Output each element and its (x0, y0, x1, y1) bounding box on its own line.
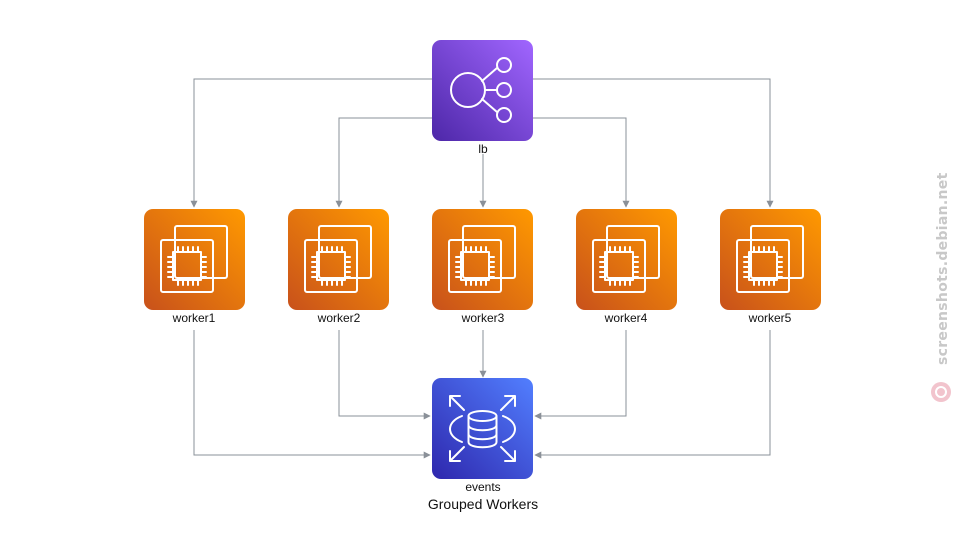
worker5-label: worker5 (748, 311, 792, 325)
elastic-load-balancing-icon (450, 57, 512, 123)
node-worker5[interactable] (720, 209, 821, 310)
worker3-label: worker3 (461, 311, 505, 325)
edge-worker5-events (534, 330, 771, 459)
diagram-caption: Grouped Workers (428, 496, 538, 512)
edge-worker2-events (338, 330, 431, 420)
node-lb[interactable] (432, 40, 533, 141)
worker1-tile (144, 209, 245, 310)
edge-lb-worker2 (335, 117, 452, 208)
events-label: events (465, 480, 500, 494)
watermark-text: screenshots.debian.net (935, 172, 951, 365)
edge-worker4-events (534, 330, 627, 420)
worker1-label: worker1 (172, 311, 216, 325)
node-worker1[interactable] (144, 209, 245, 310)
node-events[interactable] (432, 378, 533, 479)
events-tile (432, 378, 533, 479)
worker4-label: worker4 (604, 311, 648, 325)
debian-swirl-icon (931, 382, 951, 402)
rds-database-icon (449, 395, 516, 462)
edge-lb-worker4 (512, 117, 630, 208)
edge-lb-worker5 (533, 78, 774, 208)
edge-lb-worker1 (190, 78, 432, 208)
worker4-tile (576, 209, 677, 310)
node-worker4[interactable] (576, 209, 677, 310)
lb-tile (432, 40, 533, 141)
edge-worker1-events (193, 330, 431, 459)
worker2-label: worker2 (317, 311, 361, 325)
edges-lb-to-workers (190, 78, 774, 208)
worker2-tile (288, 209, 389, 310)
edges-workers-to-events (193, 330, 771, 459)
worker3-tile (432, 209, 533, 310)
watermark: screenshots.debian.net (931, 172, 951, 402)
worker5-tile (720, 209, 821, 310)
node-worker2[interactable] (288, 209, 389, 310)
node-worker3[interactable] (432, 209, 533, 310)
lb-label: lb (478, 142, 488, 156)
